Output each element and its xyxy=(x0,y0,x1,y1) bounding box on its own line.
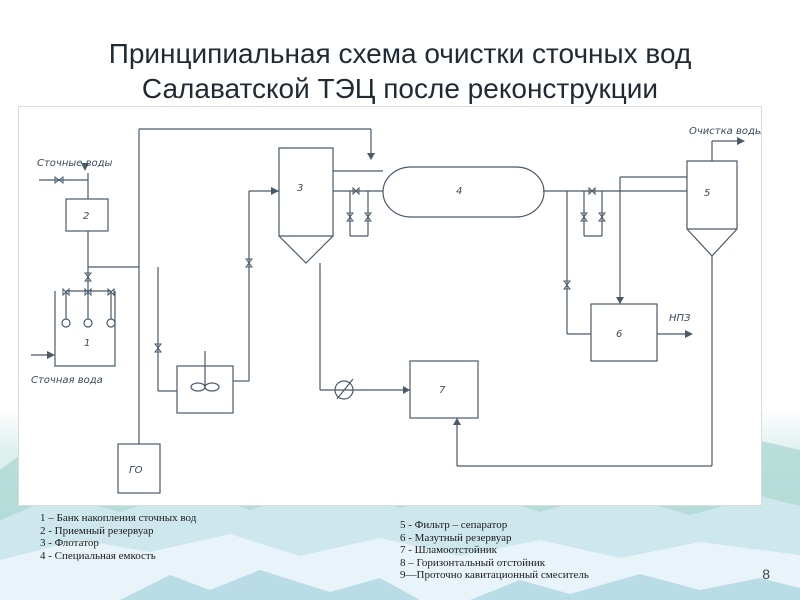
flow-arrows xyxy=(47,137,745,425)
unit-2-receiving-reservoir xyxy=(65,198,109,232)
legend-right: 5 - Фильтр – сепаратор 6 - Мазутный резе… xyxy=(400,519,589,582)
unit-5-filter-separator xyxy=(686,160,738,257)
label-unit-7: 7 xyxy=(439,385,446,396)
legend-left: 1 – Банк накопления сточных вод 2 - Прие… xyxy=(40,512,196,562)
valves xyxy=(54,176,606,353)
label-waste-water-bottom: Сточная вода xyxy=(31,375,103,386)
cavitation-mixer-symbol xyxy=(334,380,354,400)
legend-item: 4 - Специальная емкость xyxy=(40,549,156,562)
unit-4-special-tank xyxy=(382,166,545,218)
label-unit-1: 1 xyxy=(84,338,90,349)
label-refinery: НПЗ xyxy=(669,313,691,324)
legend-item: 1 – Банк накопления сточных вод xyxy=(40,512,197,524)
legend-item: 7 - Шламоотстойник xyxy=(400,544,497,556)
legend-item: 8 – Горизонтальный отстойник xyxy=(400,556,546,569)
title-line-2: Салаватской ТЭЦ после реконструкции xyxy=(141,73,659,104)
title-line-1: Принципиальная схема очистки сточных вод xyxy=(108,38,692,69)
label-go: ГО xyxy=(129,465,143,476)
label-unit-3: 3 xyxy=(297,183,303,194)
slide-title: Принципиальная схема очистки сточных вод… xyxy=(0,36,800,106)
unit-3-flotator xyxy=(278,147,334,264)
legend-item: 9—Проточно кавитационный смеситель xyxy=(400,569,589,581)
label-unit-2: 2 xyxy=(83,211,89,222)
unit-6-fuel-oil-reservoir xyxy=(590,303,658,362)
label-waste-water-in: Сточные воды xyxy=(37,158,113,169)
page-number: 8 xyxy=(762,566,770,582)
label-unit-6: 6 xyxy=(616,329,622,340)
legend-item: 2 - Приемный резервуар xyxy=(40,524,154,537)
unit-1-accumulation-bank xyxy=(54,291,116,367)
label-clean-water: Очистка воды xyxy=(689,126,761,137)
legend-item: 6 - Мазутный резервуар xyxy=(400,531,512,544)
label-unit-4: 4 xyxy=(456,186,462,197)
legend-item: 3 - Флотатор xyxy=(40,537,99,549)
legend-item: 5 - Фильтр – сепаратор xyxy=(400,519,508,531)
process-scheme: Сточные воды Сточная вода Очистка воды Н… xyxy=(18,106,762,506)
scheme-drawing: Сточные воды Сточная вода Очистка воды Н… xyxy=(31,126,761,494)
label-unit-5: 5 xyxy=(704,188,710,199)
